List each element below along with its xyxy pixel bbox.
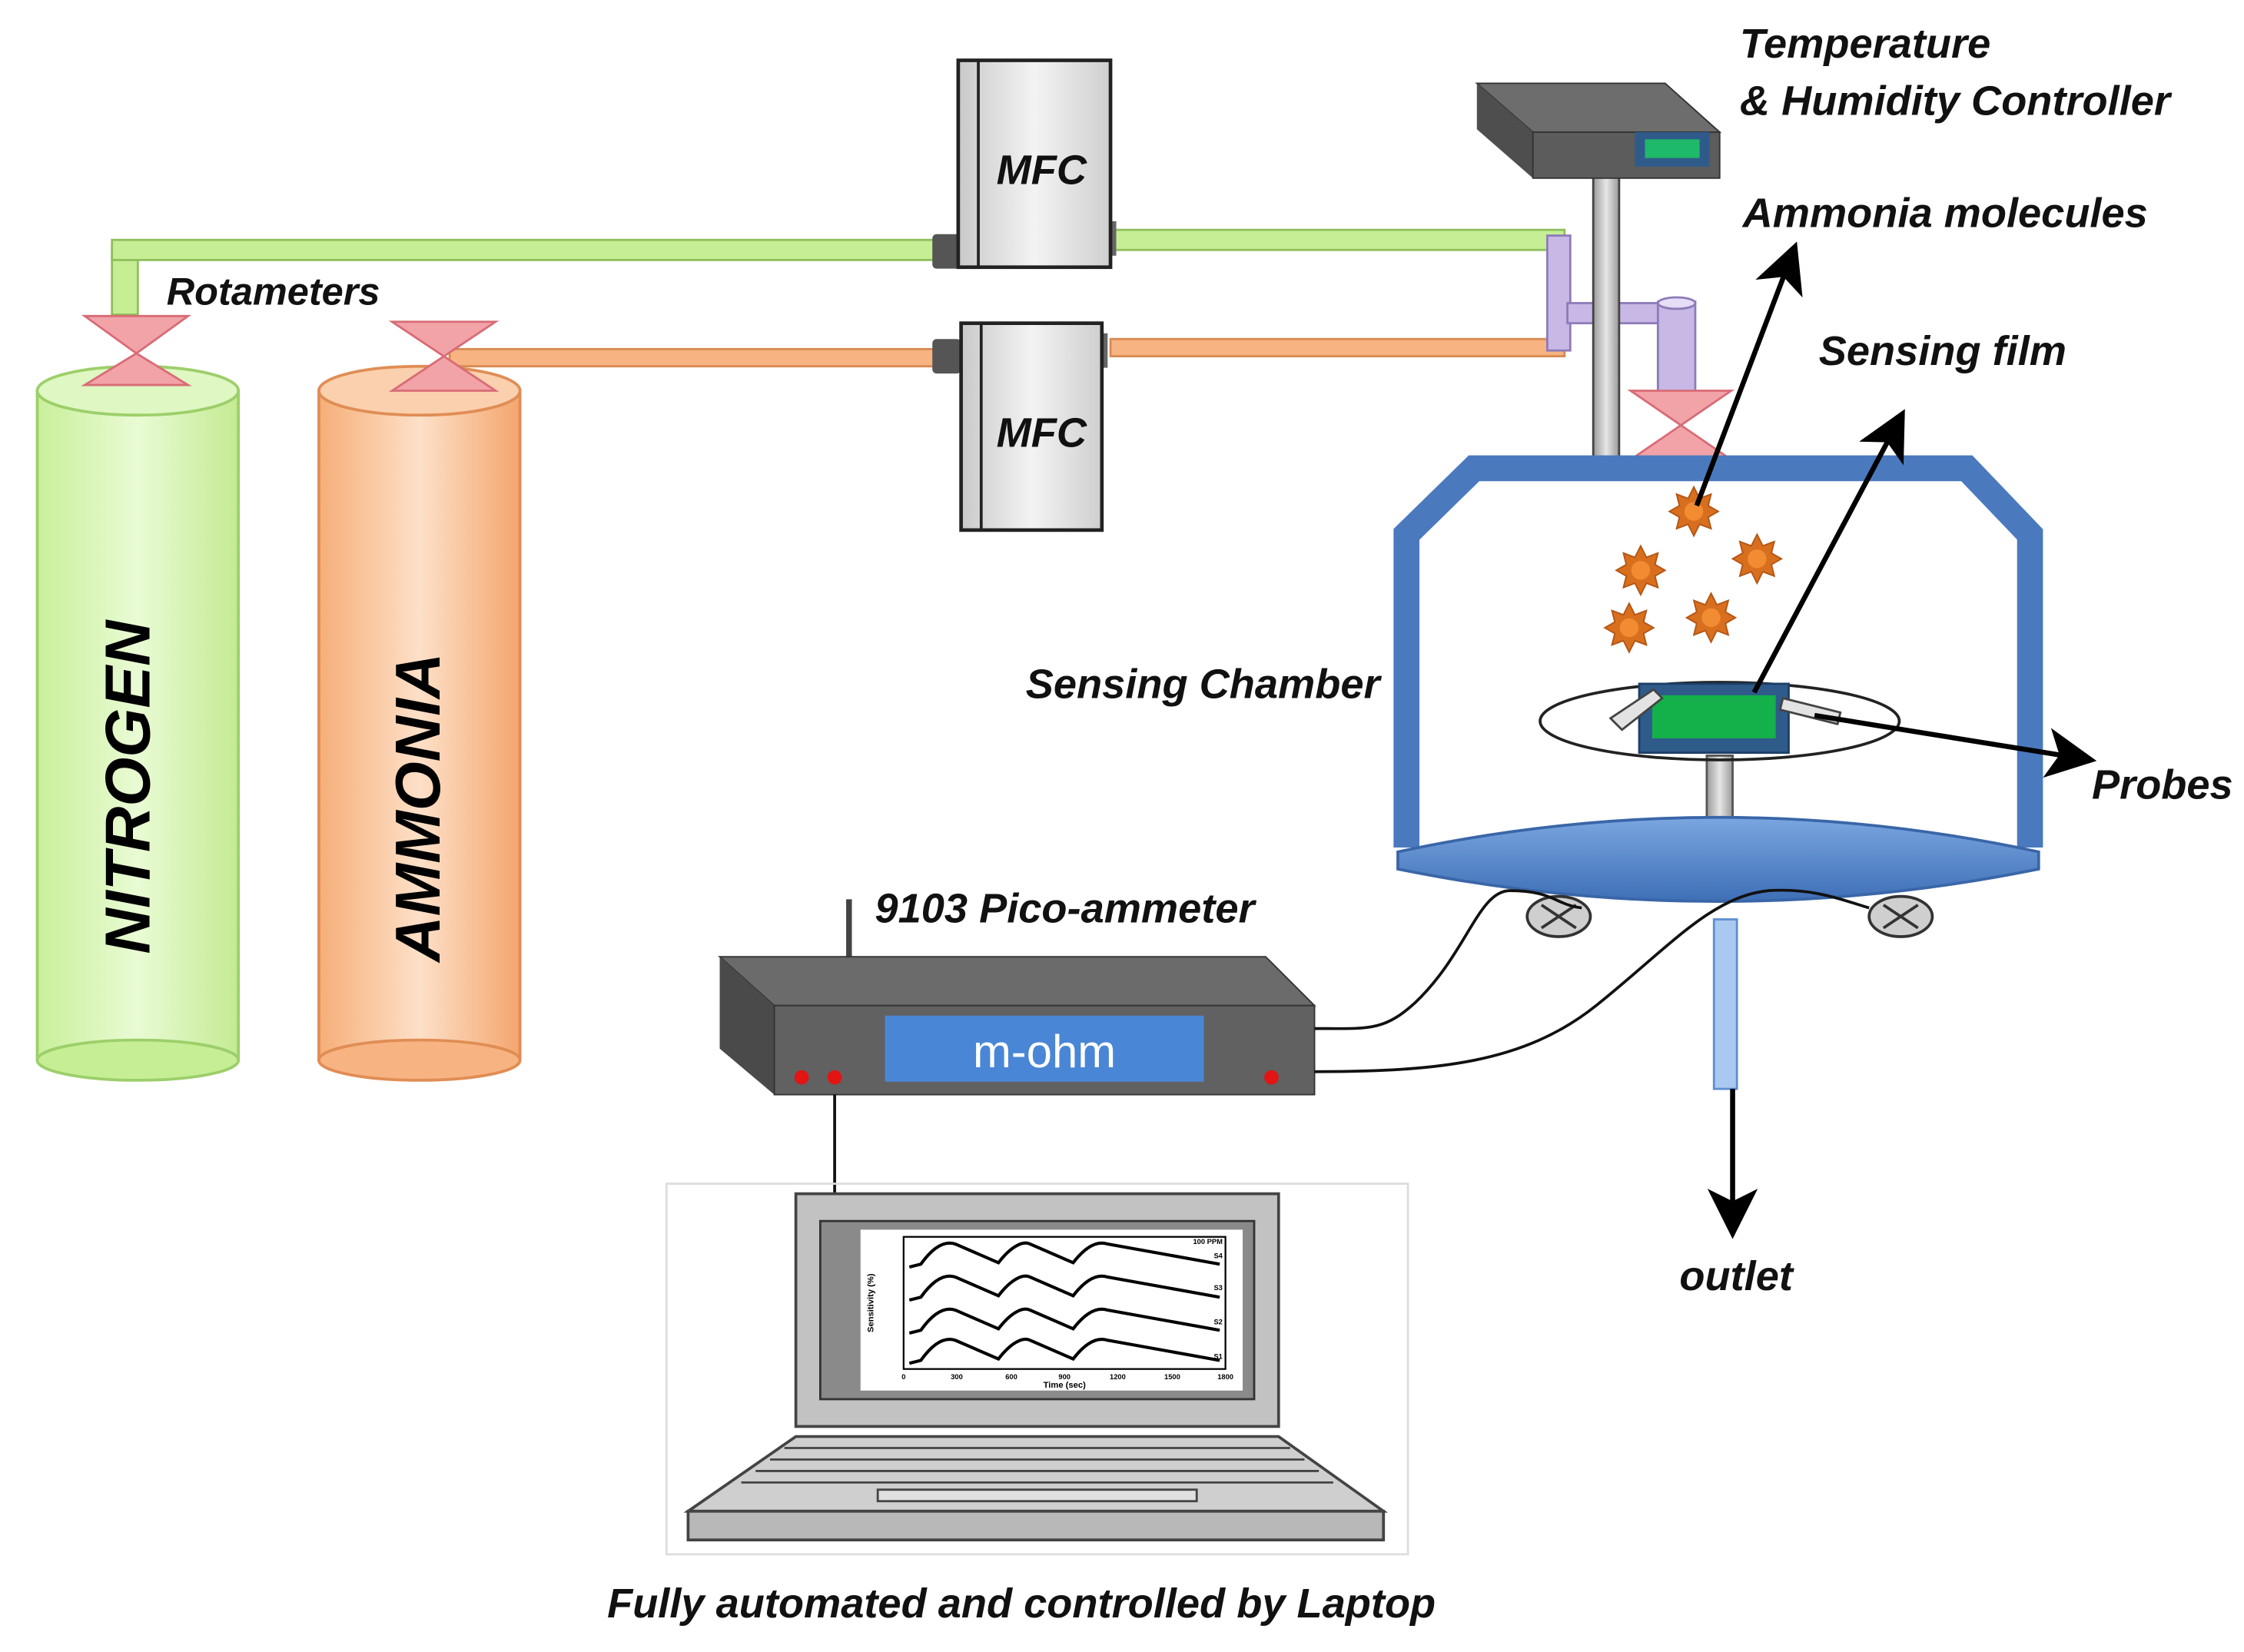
nitrogen-rotameter-valve-icon bbox=[81, 314, 192, 386]
meter-display-text: m-ohm bbox=[973, 1026, 1116, 1077]
ammonia-cylinder: AMMONIA bbox=[317, 364, 522, 1082]
mfc-top-label: MFC bbox=[997, 147, 1087, 193]
plot-ylabel: Sensitivity (%) bbox=[867, 1273, 876, 1332]
chamber-inlet-valve-icon bbox=[1627, 390, 1735, 461]
plot-xtick: 1200 bbox=[1110, 1373, 1126, 1381]
plot-xtick: 300 bbox=[951, 1373, 963, 1381]
plot-series-label: S1 bbox=[1213, 1353, 1222, 1361]
mfc-top-unit: MFC bbox=[932, 58, 1117, 270]
plot-curve-s3 bbox=[908, 1274, 1220, 1302]
temperature-humidity-controller bbox=[1475, 82, 1722, 461]
plot-curve-s1 bbox=[908, 1338, 1220, 1365]
pico-ammeter: m-ohm bbox=[718, 899, 1316, 1096]
plot-xlabel: Time (sec) bbox=[1044, 1381, 1086, 1390]
plot-series-label: S3 bbox=[1213, 1284, 1222, 1292]
plot-xtick: 900 bbox=[1058, 1373, 1071, 1381]
measurement-wires bbox=[833, 888, 1870, 1196]
meter-terminal-icon bbox=[794, 1070, 809, 1085]
temperature-controller-label-line1: Temperature bbox=[1740, 21, 1990, 67]
meter-terminal-icon bbox=[827, 1070, 842, 1085]
laptop bbox=[665, 1183, 1409, 1556]
sensing-film-label: Sensing film bbox=[1819, 328, 2066, 374]
sensing-chamber bbox=[1393, 455, 2043, 1090]
plot-series-label: S4 bbox=[1213, 1252, 1223, 1260]
temperature-controller-label-line2: & Humidity Controller bbox=[1740, 78, 2173, 124]
meter-terminal-icon bbox=[1264, 1070, 1279, 1085]
plot-xtick: 0 bbox=[901, 1373, 905, 1381]
plot-xtick: 600 bbox=[1005, 1373, 1017, 1381]
mfc-bottom-unit: MFC bbox=[932, 321, 1108, 532]
mfc-bottom-label: MFC bbox=[997, 410, 1087, 456]
sensing-chamber-label: Sensing Chamber bbox=[1026, 662, 1383, 708]
plot-legend-label: 100 PPM bbox=[1193, 1238, 1223, 1246]
plot-xtick: 1800 bbox=[1217, 1373, 1233, 1381]
nitrogen-cylinder-label: NITROGEN bbox=[93, 619, 163, 954]
ammonia-molecules-arrow bbox=[1694, 241, 1803, 507]
ammonia-molecules-icon bbox=[1604, 486, 1783, 653]
sensing-film-arrow bbox=[1751, 409, 1905, 694]
ammonia-cylinder-label: AMMONIA bbox=[383, 653, 453, 964]
probes-arrow bbox=[1814, 712, 2097, 778]
ammonia-molecules-label: Ammonia molecules bbox=[1741, 190, 2148, 236]
caption-label: Fully automated and controlled by Laptop bbox=[607, 1581, 1436, 1627]
plot-xtick: 1500 bbox=[1164, 1373, 1180, 1381]
plot-curve-s2 bbox=[908, 1307, 1220, 1335]
nitrogen-gas-line bbox=[111, 228, 1566, 316]
plot-series-label: S2 bbox=[1213, 1319, 1222, 1326]
outlet-label: outlet bbox=[1679, 1253, 1794, 1299]
plot-curve-s4 bbox=[908, 1241, 1220, 1269]
gas-mixing-manifold bbox=[1545, 234, 1697, 406]
chamber-foot-right-icon bbox=[1867, 894, 1934, 938]
ammonia-rotameter-valve-icon bbox=[388, 320, 500, 392]
pico-ammeter-label: 9103 Pico-ammeter bbox=[875, 885, 1256, 931]
rotameters-label: Rotameters bbox=[167, 269, 380, 313]
nitrogen-cylinder: NITROGEN bbox=[35, 364, 241, 1082]
probes-label: Probes bbox=[2092, 761, 2233, 808]
laptop-screen-plot: 100 PPM S4 S3 S2 S1 Sensitivity (%) Time… bbox=[867, 1236, 1233, 1390]
